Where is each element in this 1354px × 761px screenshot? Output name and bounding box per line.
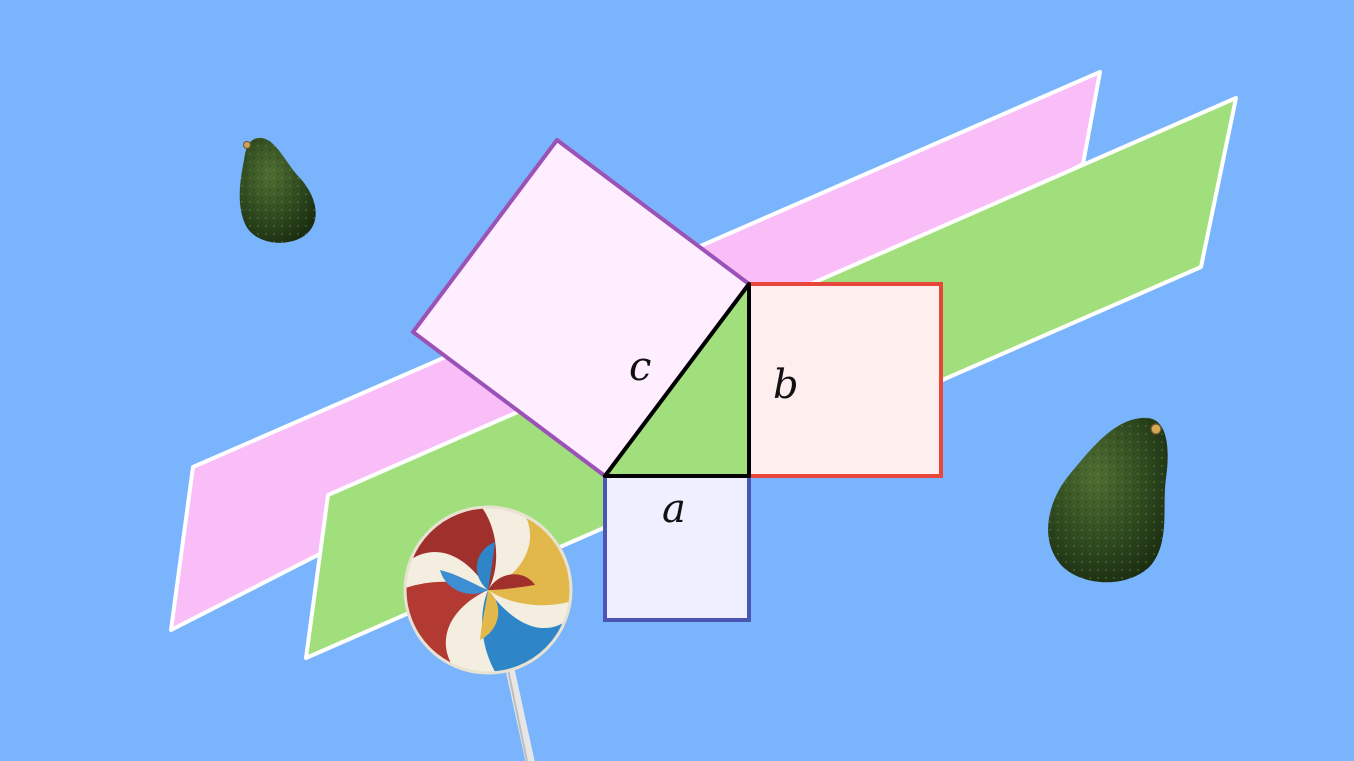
avocado-icon bbox=[239, 137, 316, 243]
square-b bbox=[747, 282, 943, 478]
avocado-icon bbox=[1048, 417, 1168, 583]
label-b: b bbox=[773, 362, 799, 408]
label-c: c bbox=[629, 344, 651, 390]
square-a bbox=[603, 474, 751, 622]
right-triangle bbox=[603, 282, 751, 478]
label-a: a bbox=[662, 486, 686, 532]
